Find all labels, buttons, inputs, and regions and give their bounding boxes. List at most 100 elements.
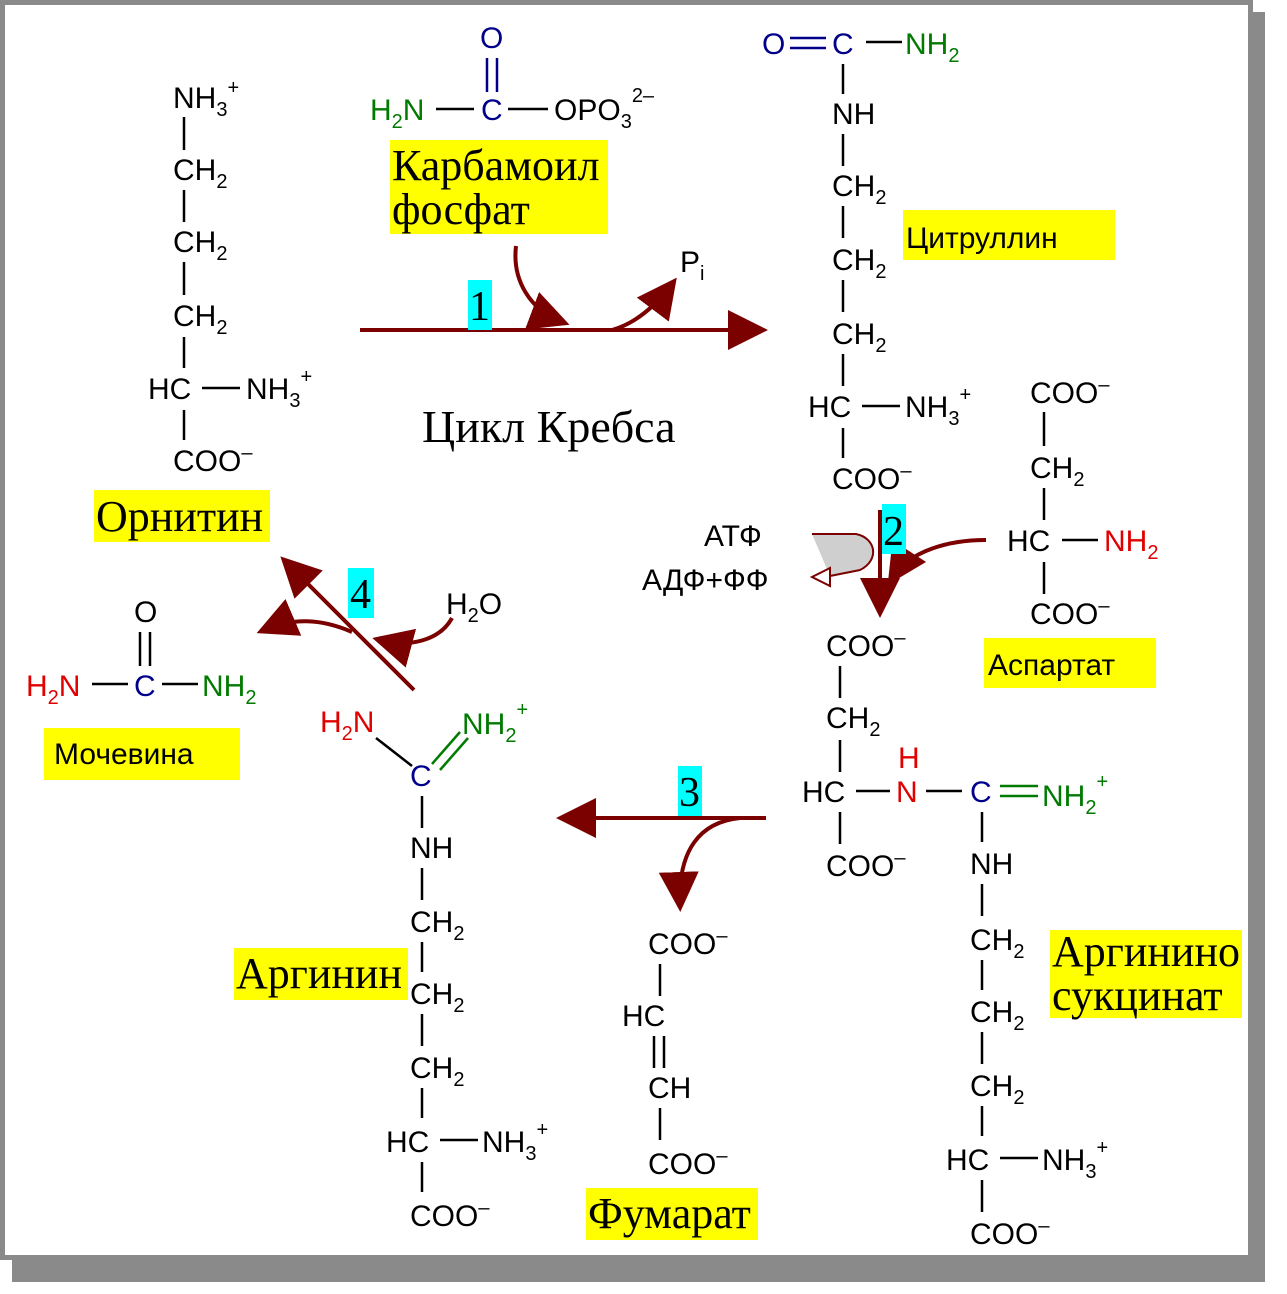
aspartate-highlight: [984, 638, 1156, 688]
argininosuccinate-label-line2: сукцинат: [1052, 971, 1223, 1020]
svg-text:CH2: CH2: [970, 924, 1024, 963]
argininosuccinate-structure: COO– CH2 HC H N C NH2+ COO– NH CH2 CH2 C…: [802, 627, 1108, 1251]
svg-text:NH3+: NH3+: [246, 366, 312, 412]
atp-label: АТФ: [704, 520, 762, 553]
svg-text:CH2: CH2: [970, 996, 1024, 1035]
ornithine-highlight: [94, 490, 270, 542]
svg-text:COO–: COO–: [1030, 374, 1110, 410]
svg-text:NH3+: NH3+: [905, 384, 971, 430]
svg-text:NH2+: NH2+: [1042, 771, 1108, 819]
citrulline-highlight: [903, 210, 1115, 260]
pi-out-arrow: [611, 277, 677, 332]
svg-text:OPO32–: OPO32–: [554, 85, 655, 133]
svg-text:NH3+: NH3+: [173, 77, 239, 121]
frame-shadow-right: [1253, 12, 1265, 1282]
svg-text:NH2: NH2: [905, 28, 959, 67]
svg-text:C: C: [410, 760, 432, 793]
svg-text:H2N: H2N: [370, 94, 424, 133]
svg-text:CH2: CH2: [173, 226, 227, 265]
svg-text:CH2: CH2: [410, 906, 464, 945]
step1-badge: [468, 280, 492, 330]
water-label: H2O: [446, 588, 502, 627]
fumarate-out-arrow: [658, 816, 741, 912]
svg-text:COO–: COO–: [173, 442, 253, 478]
svg-text:CH2: CH2: [832, 170, 886, 209]
ornithine-label: Орнитин: [96, 492, 263, 541]
svg-text:C: C: [134, 670, 156, 703]
svg-text:O: O: [134, 596, 157, 629]
svg-text:O: O: [762, 28, 785, 61]
adp-out-arrowhead: [809, 566, 831, 588]
svg-text:CH2: CH2: [1030, 452, 1084, 491]
frame-shadow-bottom: [12, 1260, 1265, 1282]
svg-text:H: H: [898, 742, 920, 775]
urea-label: Мочевина: [54, 738, 194, 771]
water-in-arrow: [372, 616, 454, 668]
svg-text:COO–: COO–: [648, 925, 728, 961]
svg-text:CH2: CH2: [173, 154, 227, 193]
svg-text:HC: HC: [622, 1000, 665, 1033]
svg-text:COO–: COO–: [832, 460, 912, 496]
svg-text:COO–: COO–: [826, 627, 906, 663]
pi-label: Pi: [680, 246, 704, 285]
svg-text:NH3+: NH3+: [1042, 1137, 1108, 1183]
adp-label: АДФ+ФФ: [642, 564, 769, 597]
svg-text:C: C: [970, 776, 992, 809]
step4-main-arrow: [280, 556, 416, 692]
svg-text:NH: NH: [832, 98, 875, 131]
urea-out-arrow: [256, 599, 353, 636]
citrulline-label: Цитруллин: [906, 222, 1058, 255]
arginine-structure: H2N NH2+ C NH CH2 CH2 CH2 HC NH3+ COO–: [320, 699, 548, 1233]
svg-text:NH: NH: [410, 832, 453, 865]
svg-text:NH2: NH2: [202, 670, 256, 709]
svg-text:H2N: H2N: [320, 706, 374, 745]
ornithine-structure: NH3+ CH2 CH2 CH2 HC NH3+ COO–: [148, 77, 312, 478]
svg-text:COO–: COO–: [648, 1145, 728, 1181]
svg-text:CH2: CH2: [826, 702, 880, 741]
svg-text:NH3+: NH3+: [482, 1119, 548, 1165]
step3-badge: [678, 766, 702, 816]
svg-text:HC: HC: [148, 373, 191, 406]
step4-number: 4: [350, 572, 371, 618]
step1-number: 1: [469, 284, 490, 330]
svg-text:CH2: CH2: [832, 318, 886, 357]
fumarate-label: Фумарат: [588, 1189, 751, 1238]
svg-text:CH: CH: [648, 1072, 691, 1105]
svg-text:HC: HC: [386, 1126, 429, 1159]
argininosuccinate-label-line1: Аргинино: [1052, 927, 1240, 976]
fumarate-structure: COO– HC CH COO–: [622, 925, 728, 1181]
arginine-label: Аргинин: [236, 949, 402, 998]
atp-in-arrow: [812, 533, 875, 577]
svg-text:N: N: [896, 776, 918, 809]
svg-text:COO–: COO–: [410, 1197, 490, 1233]
urea-structure: O H2N C NH2: [26, 596, 256, 709]
step2-badge: [882, 504, 906, 554]
svg-text:HC: HC: [808, 391, 851, 424]
aspartate-label: Аспартат: [988, 649, 1115, 682]
svg-text:COO–: COO–: [970, 1215, 1050, 1251]
carbamoyl-in-arrow: [513, 245, 570, 330]
svg-text:CH2: CH2: [832, 244, 886, 283]
step2-number: 2: [883, 509, 904, 555]
step4-badge: [348, 568, 374, 618]
carbamoyl-label-line1: Карбамоил: [392, 141, 600, 190]
citrulline-structure: O C NH2 NH CH2 CH2 CH2 HC NH3+ COO–: [762, 28, 971, 496]
urea-highlight: [44, 728, 240, 780]
carbamoyl-highlight: [390, 140, 608, 234]
fumarate-highlight: [586, 1188, 758, 1240]
svg-text:C: C: [832, 28, 854, 61]
svg-text:CH2: CH2: [410, 1052, 464, 1091]
aspartate-structure: COO– CH2 HC NH2 COO–: [1007, 374, 1158, 631]
svg-text:HC: HC: [946, 1144, 989, 1177]
aspartate-in-arrow: [887, 538, 987, 585]
svg-text:CH2: CH2: [173, 300, 227, 339]
svg-text:NH: NH: [970, 848, 1013, 881]
cycle-title: Цикл Кребса: [422, 401, 676, 452]
svg-text:COO–: COO–: [826, 847, 906, 883]
arginine-highlight: [234, 948, 408, 1000]
argininosuccinate-highlight: [1050, 930, 1242, 1018]
svg-text:NH2+: NH2+: [462, 699, 528, 747]
svg-text:CH2: CH2: [970, 1070, 1024, 1109]
svg-text:COO–: COO–: [1030, 595, 1110, 631]
